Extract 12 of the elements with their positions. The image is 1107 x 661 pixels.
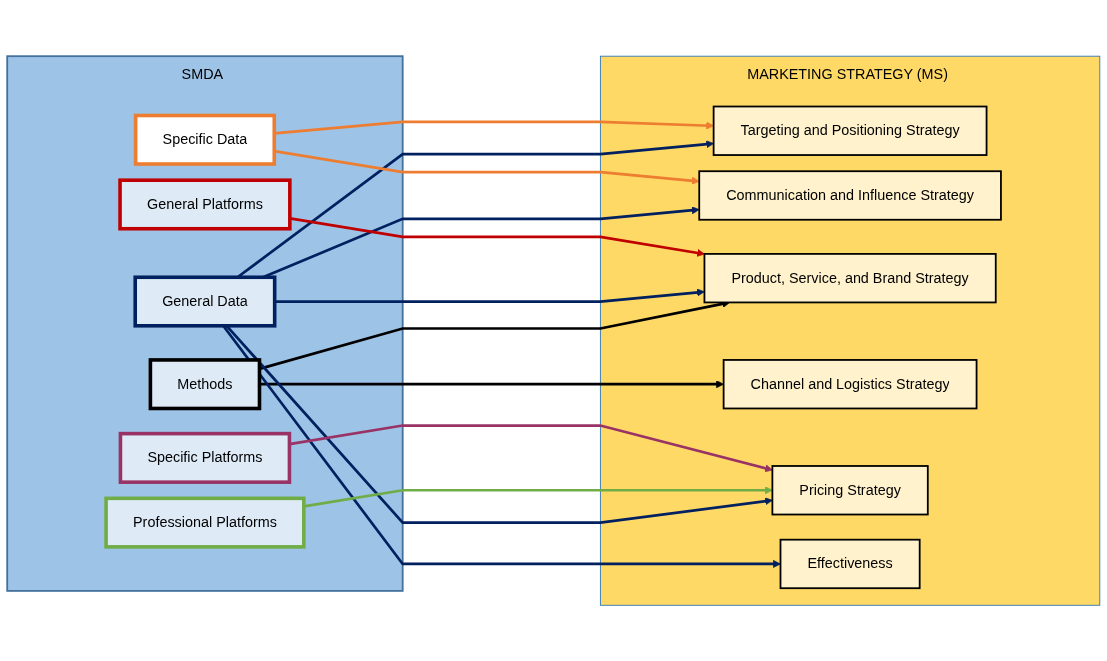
node-box: General Platforms xyxy=(118,178,292,231)
node-box: Effectiveness xyxy=(779,538,921,589)
node-box: Methods xyxy=(148,357,262,411)
node-box: Specific Platforms xyxy=(118,431,292,484)
node-box: Product, Service, and Brand Strategy xyxy=(703,252,997,304)
node-box: Channel and Logistics Strategy xyxy=(722,358,978,410)
node-box: General Data xyxy=(133,275,277,328)
node-box: Communication and Influence Strategy xyxy=(698,170,1002,221)
node-box: Professional Platforms xyxy=(104,496,306,549)
node-box: Pricing Strategy xyxy=(771,464,929,516)
node-box: Specific Data xyxy=(133,113,277,166)
node-box: Targeting and Positioning Strategy xyxy=(712,105,988,156)
